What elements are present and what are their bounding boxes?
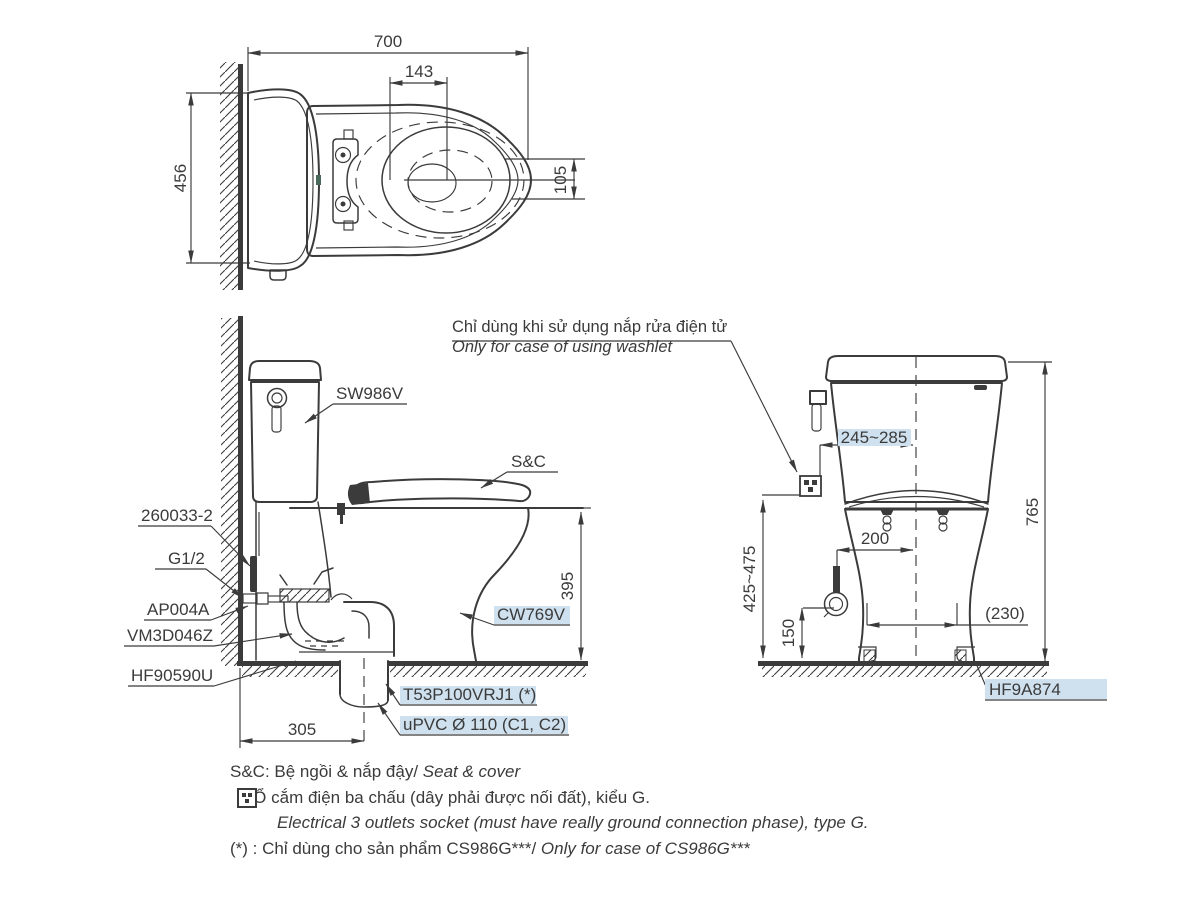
socket-box	[799, 475, 822, 497]
legend-seat-cover-vi: S&C: Bệ ngồi & nắp đậy/	[230, 762, 419, 781]
floor-line	[388, 661, 588, 666]
outlet-pipe	[339, 658, 389, 744]
wall-hatch	[221, 318, 238, 666]
wall-line	[238, 64, 243, 290]
label-g12: G1/2	[168, 549, 205, 568]
dim-200: 200	[861, 529, 889, 548]
seat-cover-side	[337, 478, 532, 524]
logo-mark	[974, 385, 987, 390]
top-view: 700 143 456 105	[171, 32, 585, 290]
side-dimensions: 395 305	[239, 507, 591, 748]
legend-socket-line: : Ổ cắm điện ba chấu (dây phải được nối …	[237, 788, 650, 808]
label-cw769v: CW769V	[497, 605, 566, 624]
fill-hose	[250, 556, 257, 592]
washlet-note-vi: Chỉ dùng khi sử dụng nắp rửa điện tử	[452, 318, 728, 336]
label-sw986v: SW986V	[336, 384, 404, 403]
front-view: 245~285 765 200 150 425~475 (230) HF9A87…	[740, 355, 1107, 701]
tank-plan	[247, 88, 321, 281]
label-vm3d046z: VM3D046Z	[127, 626, 213, 645]
dim-395: 395	[558, 572, 577, 600]
dim-230: (230)	[985, 604, 1025, 623]
legend-socket-en: Electrical 3 outlets socket (must have r…	[277, 813, 869, 832]
front-labels: HF9A874	[974, 660, 1107, 701]
dim-150: 150	[779, 619, 798, 647]
dim-305: 305	[288, 720, 316, 739]
label-hf90590u: HF90590U	[131, 666, 213, 685]
hinge-bracket	[332, 138, 359, 224]
label-upvc: uPVC Ø 110 (C1, C2)	[403, 715, 566, 734]
dim-700: 700	[374, 32, 402, 51]
wall-hatch	[220, 62, 238, 290]
tank-side	[248, 360, 322, 503]
flush-valve	[279, 588, 330, 603]
legend-note-vi: (*) : Chỉ dùng cho sản phẩm CS986G***/	[230, 839, 537, 858]
anchor-bolt	[863, 649, 876, 666]
dim-765: 765	[1023, 498, 1042, 526]
seat-cover-plan	[306, 103, 575, 257]
floor-line	[758, 661, 1049, 666]
legend-note: (*) : Chỉ dùng cho sản phẩm CS986G***/ O…	[230, 839, 750, 859]
front-dimensions: 245~285 765 200 150 425~475 (230)	[740, 361, 1052, 662]
wall-supply	[242, 593, 258, 604]
dim-425-475: 425~475	[740, 546, 759, 613]
wall-line	[238, 316, 243, 666]
flush-lever	[809, 390, 827, 405]
label-sc: S&C	[511, 452, 546, 471]
legend-seat-cover-en: Seat & cover	[422, 762, 521, 781]
tank-front	[809, 355, 1008, 503]
supply-valve	[823, 566, 849, 618]
legend-note-en: Only for case of CS986G***	[540, 839, 750, 858]
washlet-note-leader	[452, 340, 798, 473]
side-labels: SW986V S&C 260033-2 G1/2 AP004A VM3D046Z…	[124, 384, 570, 736]
tank-button-mark	[316, 175, 321, 185]
dim-143: 143	[405, 62, 433, 81]
label-t53p100vrj1: T53P100VRJ1 (*)	[403, 685, 536, 704]
dim-245-285: 245~285	[841, 428, 908, 447]
label-hf9a874: HF9A874	[989, 680, 1061, 699]
bowl-front	[844, 357, 989, 668]
legend-seat-cover: S&C: Bệ ngồi & nắp đậy/ Seat & cover	[230, 762, 520, 782]
anchor-bolt	[954, 649, 967, 666]
washlet-note-en: Only for case of using washlet	[452, 338, 673, 356]
bowl-side	[242, 501, 584, 662]
legend-socket-vi: : Ổ cắm điện ba chấu (dây phải được nối …	[243, 788, 650, 807]
label-260033: 260033-2	[141, 506, 213, 525]
top-dimensions: 700 143 456 105	[171, 32, 585, 264]
dim-456: 456	[171, 164, 190, 192]
dim-105: 105	[551, 166, 570, 194]
label-ap004a: AP004A	[147, 600, 210, 619]
side-view: 395 305 SW986V S&C 260033-2 G1/2 AP004A …	[124, 316, 591, 748]
